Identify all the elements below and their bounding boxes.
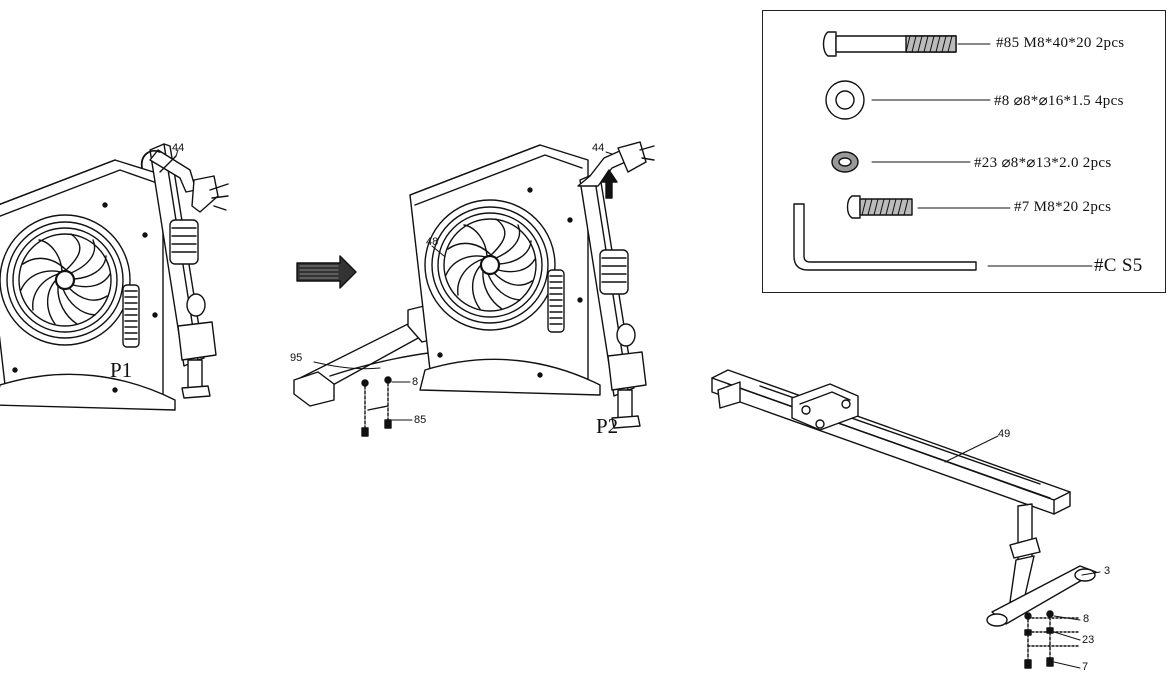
part-7-label: #7 M8*20 2pcs <box>1014 199 1112 215</box>
part-c-label: #C S5 <box>1094 255 1143 276</box>
callout-p2-85: 85 <box>414 414 427 426</box>
callout-rail-49: 49 <box>998 428 1011 440</box>
callout-p2-95: 95 <box>290 352 303 364</box>
bolt-7-icon <box>846 195 1011 219</box>
allen-key-icon <box>793 203 1093 271</box>
bolt-85-icon <box>822 31 991 57</box>
part-8-label: #8 ⌀8*⌀16*1.5 4pcs <box>994 93 1124 109</box>
p2-flywheel-assembly <box>293 141 655 437</box>
callout-p1-44: 44 <box>172 142 185 154</box>
part-23-label: #23 ⌀8*⌀13*2.0 2pcs <box>974 155 1112 171</box>
washer-8-icon <box>825 80 991 120</box>
panel-label-p1: P1 <box>110 358 133 382</box>
washer-23-icon <box>831 151 971 173</box>
part-85-label: #85 M8*40*20 2pcs <box>996 35 1125 51</box>
callout-rail-3: 3 <box>1104 565 1111 577</box>
callout-p2-44: 44 <box>592 142 605 154</box>
callout-rail-7: 7 <box>1082 661 1089 673</box>
callout-leaders <box>175 149 1101 669</box>
callout-rail-8: 8 <box>1083 613 1090 625</box>
callout-rail-23: 23 <box>1082 634 1095 646</box>
callout-p2-48: 48 <box>426 236 439 248</box>
panel-label-p2: P2 <box>596 414 619 438</box>
p1-flywheel-assembly <box>0 143 229 410</box>
parts-list-box <box>762 10 1166 293</box>
step-arrow-icon <box>296 255 357 289</box>
rail-assembly <box>711 369 1097 669</box>
callout-p2-8: 8 <box>412 376 419 388</box>
parts-hardware <box>793 31 1093 271</box>
